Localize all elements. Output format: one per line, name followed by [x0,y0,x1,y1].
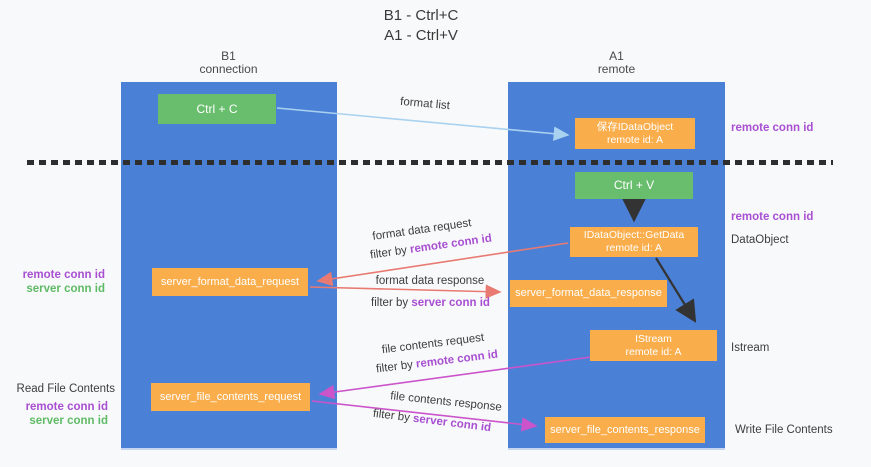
server-file-contents-response-label: server_file_contents_response [550,423,700,436]
left-remote-conn-id: remote conn id [22,269,105,281]
left-margin-conn-ids-2: remote conn id server conn id [10,400,108,428]
title-line-2: A1 - Ctrl+V [384,27,458,44]
node-ctrl-c: Ctrl + C [158,94,276,124]
ctrl-v-label: Ctrl + V [613,178,655,192]
left-server-conn-id-2: server conn id [29,415,108,427]
save-dataobject-line2: remote id: A [606,133,664,146]
filter-by-text: filter by [371,297,412,309]
filter-by-text: filter by [372,407,414,425]
ctrl-c-label: Ctrl + C [196,101,238,116]
left-column-name: B1 [221,49,236,63]
right-remote-conn-id-mid: remote conn id [731,211,814,223]
right-column-role: remote [597,62,636,76]
node-save-dataobject: 保存IDataObject remote id: A [575,118,695,149]
node-server-file-contents-response: server_file_contents_response [545,417,705,443]
right-remote-conn-id-top: remote conn id [731,122,814,134]
flow-label-format-list: format list [399,95,451,113]
server-conn-id-text: server conn id [412,412,492,435]
node-idataobject-getdata: IDataObject::GetData remote id: A [570,227,698,257]
node-ctrl-v: Ctrl + V [575,172,693,199]
write-file-contents-label: Write File Contents [735,424,833,436]
filter-by-text: filter by [375,358,417,376]
filter-by-text: filter by [369,243,411,262]
node-istream: IStream remote id: A [590,330,717,361]
diagram-title: B1 - Ctrl+C A1 - Ctrl+V [321,6,521,46]
server-file-contents-request-label: server_file_contents_request [159,390,302,403]
node-server-format-data-request: server_format_data_request [152,268,308,296]
flow-label-filter-server-1: filter by server conn id [368,297,493,309]
phase-separator-dashed-line [27,160,833,165]
server-conn-id-text: server conn id [411,297,490,309]
title-line-1: B1 - Ctrl+C [383,7,459,24]
save-dataobject-line1: 保存IDataObject [596,120,674,133]
istream-line2: remote id: A [625,345,682,358]
node-server-file-contents-request: server_file_contents_request [151,383,310,411]
istream-margin-label: Istream [731,342,770,354]
server-format-data-response-label: server_format_data_response [515,287,662,299]
left-server-conn-id: server conn id [26,283,105,295]
read-file-contents-label: Read File Contents [16,383,115,395]
node-server-format-data-response: server_format_data_response [510,280,667,307]
remote-conn-id-text: remote conn id [415,348,499,371]
dataobject-label: DataObject [731,234,789,246]
left-remote-conn-id-2: remote conn id [25,401,108,413]
getdata-line1: IDataObject::GetData [583,229,685,241]
right-column-header: A1 remote [559,50,674,76]
server-format-data-request-label: server_format_data_request [160,275,300,288]
flow-label-format-data-response: format data response [375,275,485,287]
getdata-line2: remote id: A [605,242,663,254]
istream-line1: IStream [635,332,672,345]
left-margin-conn-ids: remote conn id server conn id [10,268,105,296]
right-column-name: A1 [609,49,624,63]
left-column-header: B1 connection [171,50,286,76]
arrow-format-data-response [309,284,502,299]
left-column-role: connection [199,62,258,76]
